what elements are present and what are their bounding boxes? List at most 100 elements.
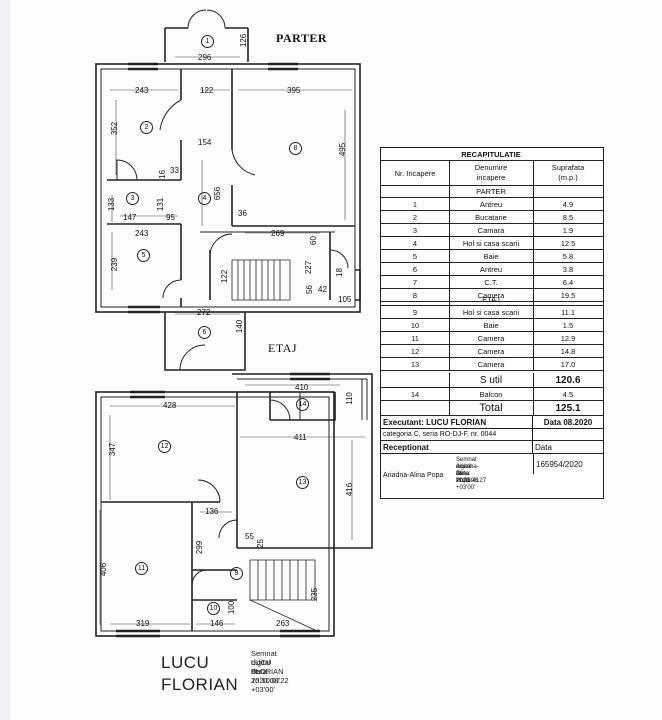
signature-line: Data: 2020.08.22 [251,667,289,685]
dim-label: 16 [157,170,167,179]
dim-label: 146 [210,619,224,628]
cell-nr: 9 [381,306,450,318]
room-number-marker: 4 [198,192,211,205]
cell-name: Hol si casa scarii [449,237,534,249]
dim-label: 18 [334,268,344,277]
cell-name: Balcon [449,388,534,400]
cell-area: 8.5 [562,212,574,222]
cell-nr: 14 [381,388,450,400]
col-header-suprafata-line1: Suprafata [551,163,585,172]
section-row-parter: PARTER [381,186,603,198]
cell-area: 1.9 [562,225,574,235]
cell-name: C.T. [449,276,534,288]
dim-label: 33 [170,166,179,175]
dim-label: 42 [318,285,327,294]
dim-label: 263 [276,619,290,628]
author-name-line1: LUCU [161,653,210,672]
dim-label: 272 [197,308,211,317]
dim-label: 243 [135,229,149,238]
room-number-marker: 14 [296,398,309,411]
cell-nr: 3 [381,224,450,236]
dim-label: 406 [99,562,109,577]
s-util-row: S util 120.6 [381,373,603,388]
cell-area: 17.0 [560,359,576,369]
cell-area: 11.1 [560,307,576,317]
cell-area: 6.4 [562,277,574,287]
cell-area: 1.5 [562,320,574,330]
dim-label: 395 [287,86,301,95]
author-name-line2: FLORIAN [161,675,239,694]
receptionat-header-row: Receptionat Data [381,441,603,454]
col-header-suprafata: Suprafata (m.p.) [533,161,603,185]
table-header-row: Nr. Incapere Denumire incapere Suprafata… [381,161,603,186]
dim-label: 243 [135,86,149,95]
cell-nr: 2 [381,211,450,223]
cell-nr: 1 [381,198,450,210]
col-header-denumire-line1: Denumire [474,163,508,172]
col-header-suprafata-line2: (m.p.) [558,173,578,182]
room-number-marker: 10 [207,602,220,615]
etaj-heading: ETAJ [268,341,298,355]
cell-area: 12.9 [560,333,576,343]
executant-row: Executant: LUCU FLORIAN Data 08.2020 [381,416,603,429]
cell-nr: 6 [381,263,450,275]
s-util-label: S util [449,373,534,387]
total-value: 125.1 [555,402,581,414]
cell-nr: 12 [381,345,450,357]
dim-label: 25 [255,539,265,548]
room-number-marker: 2 [140,121,153,134]
dim-label: 296 [198,53,212,62]
cell-name: Antreu [449,198,534,210]
dim-label: 95 [166,213,175,222]
cell-area: 14.8 [560,346,576,356]
dim-label: 656 [213,186,223,201]
signature-line: LUCU FLORIAN [251,658,284,676]
dim-label: 495 [338,142,348,157]
dim-label: 352 [110,121,120,136]
dim-label: 299 [195,540,205,555]
dim-label: 235 [310,587,320,602]
table-title-row: RECAPITULATIE [381,148,603,161]
total-row: Total 125.1 [381,401,603,416]
cell-name: Camera [449,345,534,357]
cell-name: Camera [449,332,534,344]
col-header-denumire-line2: incapere [476,173,506,182]
dim-label: 105 [338,295,352,304]
section-label: PARTER [449,186,534,197]
receptionat-row: Ariadna-Alina Popa Semnat digital de Ari… [381,454,603,497]
dim-label: 122 [220,269,230,284]
table-title: RECAPITULATIE [461,149,521,159]
cell-name: Baie [449,250,534,262]
dim-label: 410 [295,383,309,392]
cell-area: 12.5 [560,238,576,248]
dim-label: 133 [107,197,117,212]
dim-label: 136 [205,507,219,516]
room-number-marker: 13 [296,476,309,489]
signature-line: Data: 2020.08.27 [456,471,487,484]
executant-name: Executant: LUCU FLORIAN [381,416,533,428]
cell-nr: 13 [381,358,450,370]
parter-heading: PARTER [276,31,328,45]
room-number-marker: 9 [230,567,243,580]
cell-area: 4.9 [562,199,574,209]
cell-name: Baie [449,319,534,331]
col-header-denumire: Denumire incapere [449,161,534,185]
dim-label: 140 [235,319,245,334]
categoria-row: categoria C, seria RO-DJ-F, nr. 0044 [381,429,603,441]
dim-label: 428 [163,401,177,410]
signature-line: Ariadna-Alina Popa [456,464,479,484]
room-number-marker: 11 [135,562,148,575]
room-number-marker: 5 [137,249,150,262]
dim-label: 239 [110,257,120,272]
section-label: ETAJ [449,294,534,305]
dim-label: 55 [245,532,254,541]
dim-label: 122 [200,86,214,95]
signature-line: Semnat digital de [251,649,277,676]
